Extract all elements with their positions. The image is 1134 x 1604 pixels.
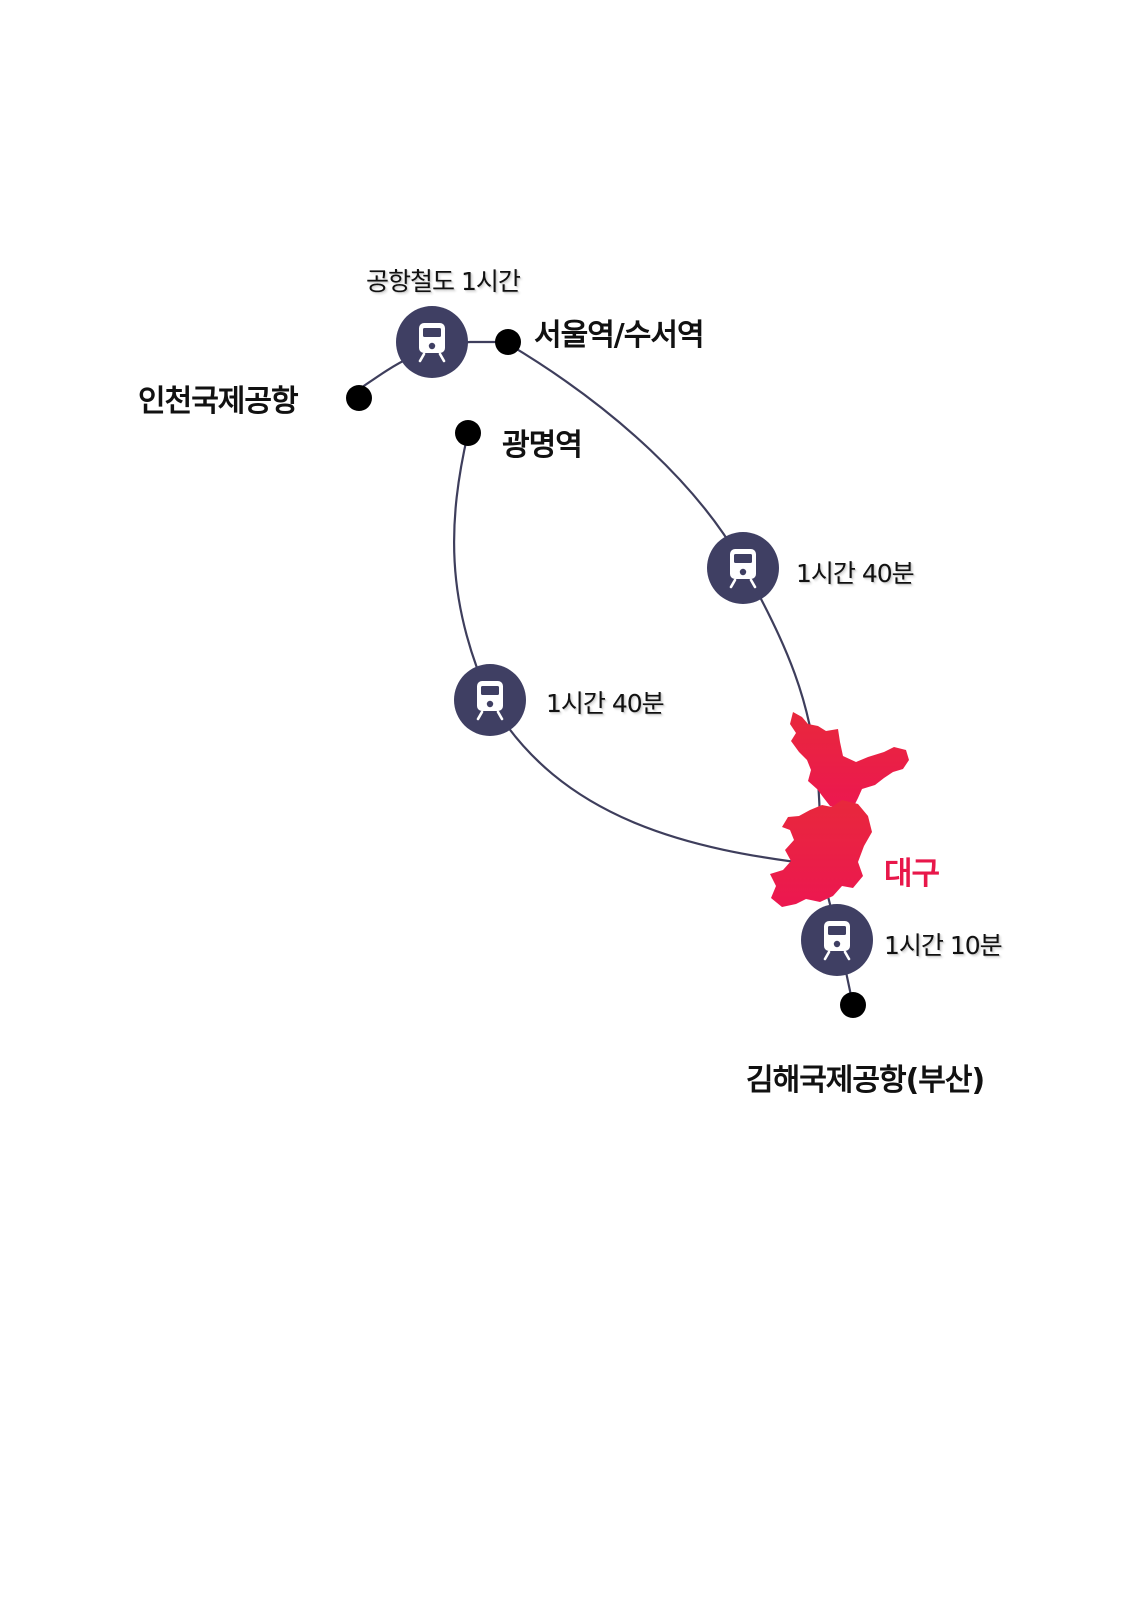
daegu-region-south <box>770 800 872 907</box>
gwangmyeong-station-label: 광명역 <box>502 428 583 463</box>
station-dots <box>346 329 866 1018</box>
station-dot-gwangmyeong <box>455 420 481 446</box>
seoul-daegu-time-label: 1시간 40분 <box>796 559 915 588</box>
station-dot-seoul <box>495 329 521 355</box>
gwangmyeong-daegu-time-label: 1시간 40분 <box>546 689 665 718</box>
station-dot-gimhae <box>840 992 866 1018</box>
incheon-airport-label: 인천국제공항 <box>138 384 299 419</box>
daegu-region-north <box>790 712 909 810</box>
daegu-region <box>770 712 909 907</box>
gimhae-airport-label: 김해국제공항(부산) <box>746 1063 985 1098</box>
daegu-city-label: 대구 <box>884 856 940 892</box>
train-badge-gwangmyeong-daegu <box>454 664 526 736</box>
seoul-suseo-station-label: 서울역/수서역 <box>534 318 705 353</box>
train-badge-seoul-daegu <box>707 532 779 604</box>
daegu-gimhae-time-label: 1시간 10분 <box>884 931 1003 960</box>
station-dot-incheon <box>346 385 372 411</box>
route-lines <box>357 340 855 1006</box>
route-gwangmyeong-daegu <box>453 432 821 867</box>
train-badge-airport <box>396 306 468 378</box>
airport-rail-time-label: 공항철도 1시간 <box>366 267 521 296</box>
train-badge-daegu-gimhae <box>801 904 873 976</box>
